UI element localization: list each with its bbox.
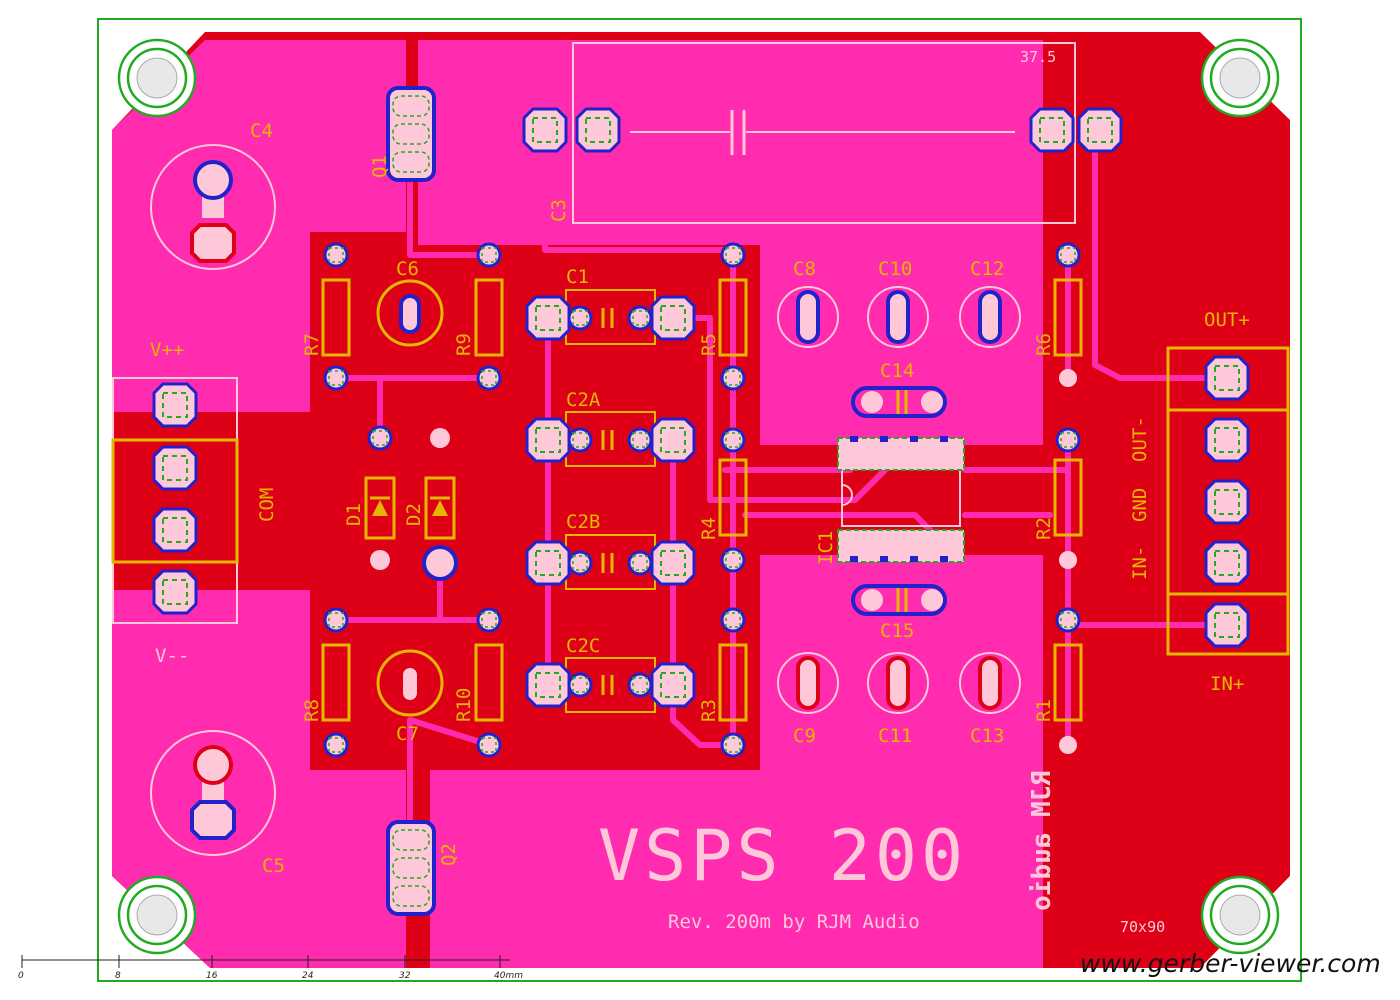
label-r6: R6 xyxy=(1033,333,1055,356)
label-ic1: IC1 xyxy=(815,531,837,565)
transistor-q2 xyxy=(386,820,436,916)
label-r2: R2 xyxy=(1033,517,1055,540)
label-r9: R9 xyxy=(453,333,475,356)
scale-ruler: 0 8 16 24 32 40mm xyxy=(18,955,523,981)
label-in-minus: IN- xyxy=(1129,546,1151,580)
label-c2a: C2A xyxy=(566,389,601,411)
label-c2b: C2B xyxy=(566,511,600,533)
ruler-tick-0: 0 xyxy=(18,971,24,981)
label-out-minus: OUT- xyxy=(1129,416,1151,462)
capacitor-c14-c15 xyxy=(851,386,947,616)
board-subtitle: Rev. 200m by RJM Audio xyxy=(668,911,920,933)
ruler-tick-8: 8 xyxy=(115,971,121,981)
board-title: VSPS 200 xyxy=(598,815,967,897)
label-r10: R10 xyxy=(453,688,475,722)
ruler-tick-24: 24 xyxy=(302,971,314,981)
label-r8: R8 xyxy=(301,699,323,722)
label-gnd: GND xyxy=(1129,488,1151,522)
label-r3: R3 xyxy=(698,699,720,722)
label-r1: R1 xyxy=(1033,699,1055,722)
resistor-pads xyxy=(323,242,1081,758)
power-connector xyxy=(111,377,239,624)
label-c14: C14 xyxy=(880,360,914,382)
label-c10: C10 xyxy=(878,258,912,280)
film-capacitors xyxy=(525,289,696,713)
ruler-tick-40: 40mm xyxy=(494,971,523,981)
label-c9: C9 xyxy=(793,725,816,747)
ic1-chip xyxy=(837,436,965,563)
label-c6: C6 xyxy=(396,258,419,280)
label-c3: C3 xyxy=(548,199,570,222)
diodes xyxy=(364,425,458,581)
label-q1: Q1 xyxy=(369,155,391,178)
label-vmm: V-- xyxy=(155,645,189,667)
label-c4: C4 xyxy=(250,120,273,142)
label-out-plus: OUT+ xyxy=(1204,309,1250,331)
label-d2: D2 xyxy=(403,503,425,526)
label-vpp: V++ xyxy=(150,339,184,361)
watermark-text: www.gerber-viewer.com xyxy=(1080,949,1381,978)
label-r5: R5 xyxy=(698,333,720,356)
label-r7: R7 xyxy=(301,333,323,356)
capacitor-c5 xyxy=(150,730,276,856)
label-com: COM xyxy=(256,488,278,522)
ruler-tick-32: 32 xyxy=(399,971,411,981)
transistor-q1 xyxy=(386,86,436,182)
label-c1: C1 xyxy=(566,266,589,288)
label-c15: C15 xyxy=(880,620,914,642)
label-c11: C11 xyxy=(878,725,912,747)
c3-size-label: 37.5 xyxy=(1020,48,1056,66)
capacitor-c6 xyxy=(376,279,444,347)
label-c2c: C2C xyxy=(566,635,600,657)
small-electrolytics xyxy=(777,286,1021,714)
capacitor-c4 xyxy=(150,144,276,270)
resistors xyxy=(321,278,1083,722)
io-connector xyxy=(1166,346,1290,656)
copper-pour xyxy=(112,40,1043,968)
label-in-plus: IN+ xyxy=(1210,673,1244,695)
board-mirrored-text: RJM audio xyxy=(1027,770,1057,911)
board-size-label: 70x90 xyxy=(1120,918,1165,936)
label-d1: D1 xyxy=(343,503,365,526)
label-c7: C7 xyxy=(396,723,419,745)
label-q2: Q2 xyxy=(438,843,460,866)
label-c5: C5 xyxy=(262,855,285,877)
label-c13: C13 xyxy=(970,725,1004,747)
label-c8: C8 xyxy=(793,258,816,280)
label-c12: C12 xyxy=(970,258,1004,280)
silkscreen-labels: C4 C5 C6 C7 C1 C2A C2B C2C C8 C10 C12 C9… xyxy=(150,48,1250,936)
capacitor-c7 xyxy=(376,649,444,717)
ruler-tick-16: 16 xyxy=(206,971,218,981)
capacitor-c3 xyxy=(522,42,1123,224)
label-r4: R4 xyxy=(698,517,720,540)
